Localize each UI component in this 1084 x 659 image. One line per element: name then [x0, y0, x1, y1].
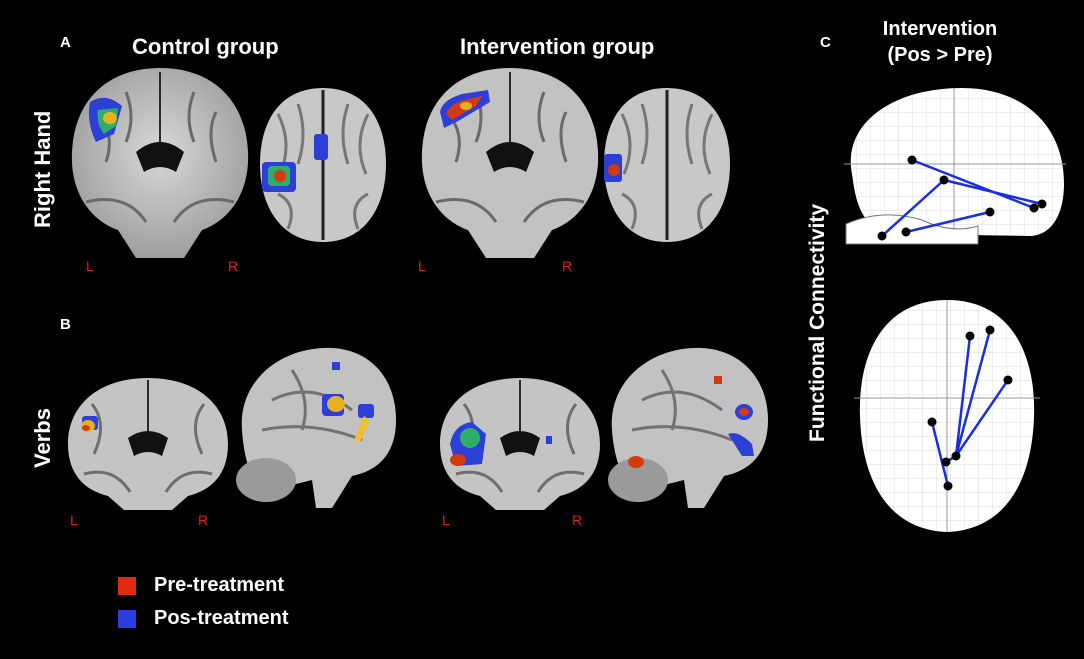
connectivity-title-line1: Intervention	[882, 18, 998, 40]
legend-item-pre-treatment: Pre-treatment	[118, 574, 288, 597]
connectivity-title: Intervention (Pos > Pre)	[840, 16, 1040, 68]
legend-swatch-pos	[118, 609, 136, 628]
control-group-title: Control group	[132, 34, 279, 59]
intervention-group-title: Intervention group	[460, 34, 655, 59]
connectivity-title-line2: (Pos > Pre)	[887, 44, 993, 66]
row-label-right-hand: Right Hand	[30, 110, 55, 228]
functional-connectivity-label: Functional Connectivity	[806, 203, 829, 442]
panel-letter-b: B	[60, 316, 71, 333]
legend: Pre-treatment Pos-treatment	[118, 574, 288, 630]
control-right-hand-axial-brain	[258, 84, 388, 246]
orientation-right-control-b: R	[198, 512, 209, 528]
orientation-left-intervention-b: L	[442, 512, 450, 528]
connectivity-axial-glass-brain	[852, 296, 1042, 534]
panel-letter-a: A	[60, 34, 71, 51]
orientation-left-intervention-a: L	[418, 258, 426, 274]
control-verbs-coronal-brain	[64, 374, 232, 512]
orientation-right-intervention-b: R	[572, 512, 583, 528]
control-right-hand-coronal-brain	[66, 62, 254, 260]
orientation-right-intervention-a: R	[562, 258, 573, 274]
row-label-verbs: Verbs	[30, 408, 55, 468]
intervention-right-hand-axial-brain	[602, 84, 732, 246]
control-verbs-sagittal-brain	[232, 340, 400, 512]
orientation-left-control-a: L	[86, 258, 94, 274]
legend-swatch-pre	[118, 576, 136, 595]
intervention-verbs-sagittal-brain	[602, 340, 772, 512]
orientation-right-control-a: R	[228, 258, 239, 274]
legend-label-pre: Pre-treatment	[154, 574, 285, 596]
intervention-right-hand-coronal-brain	[416, 62, 604, 260]
legend-label-pos: Pos-treatment	[154, 607, 289, 629]
intervention-verbs-coronal-brain	[436, 374, 604, 512]
connectivity-sagittal-glass-brain	[842, 84, 1068, 248]
legend-item-pos-treatment: Pos-treatment	[118, 607, 288, 630]
orientation-left-control-b: L	[70, 512, 78, 528]
panel-letter-c: C	[820, 34, 831, 51]
